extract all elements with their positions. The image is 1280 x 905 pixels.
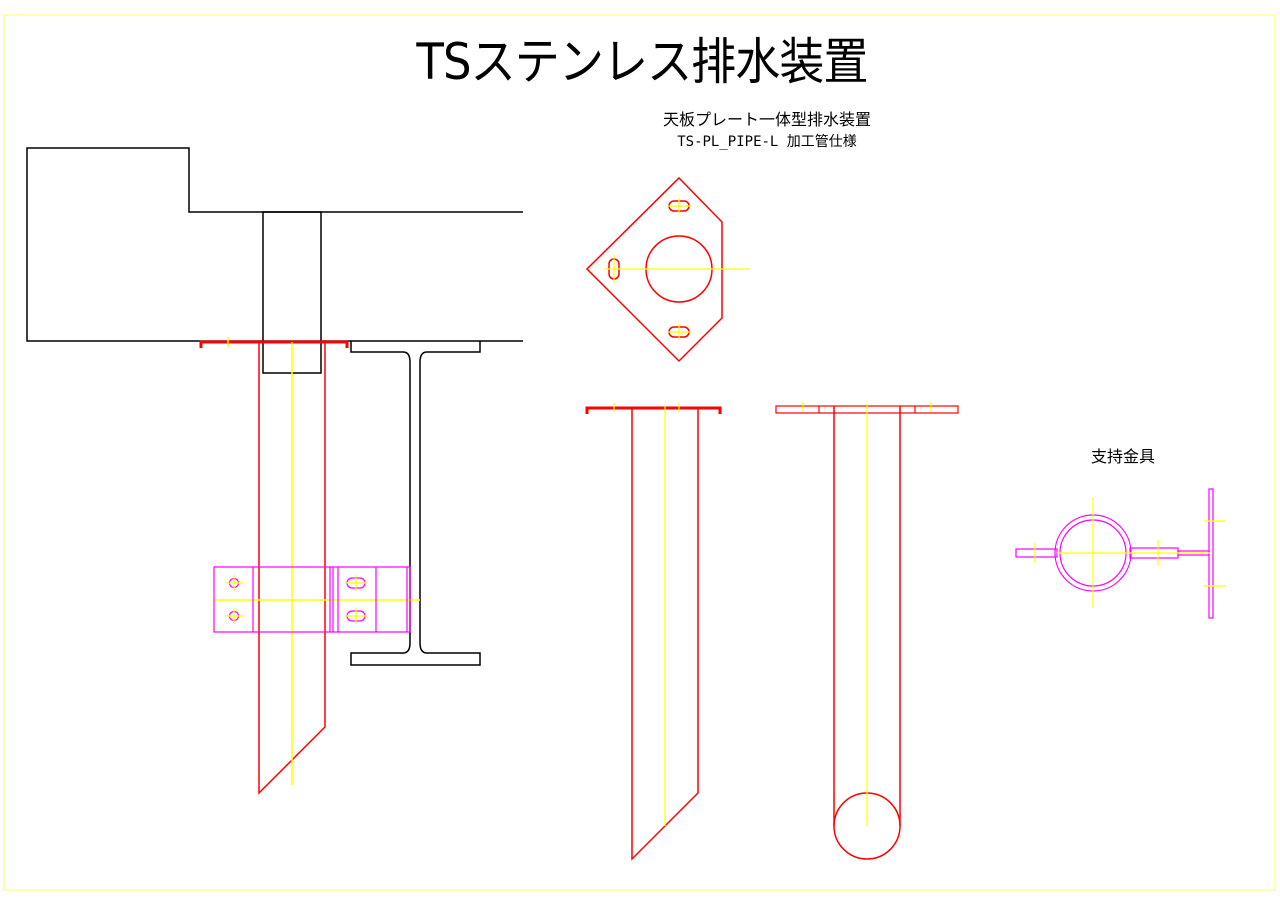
i-beam — [350, 341, 481, 666]
centerlines — [214, 337, 420, 785]
pipe-side-view-beveled — [585, 403, 722, 861]
installation-section-view — [26, 147, 523, 795]
bolt-centermarks — [225, 575, 367, 624]
support-label: 支持金具 — [1090, 447, 1156, 466]
drawing-border — [3, 14, 1276, 891]
pipe-side-view-round — [775, 402, 959, 860]
slab-outline — [26, 147, 523, 374]
plate-top-view — [585, 176, 750, 363]
product-name: 天板プレート一体型排水装置 — [662, 110, 872, 129]
product-model: TS-PL_PIPE-L 加工管仕様 — [677, 134, 857, 150]
bracket-centerlines — [1034, 497, 1226, 608]
page-title: TSステンレス排水装置 — [416, 33, 868, 91]
